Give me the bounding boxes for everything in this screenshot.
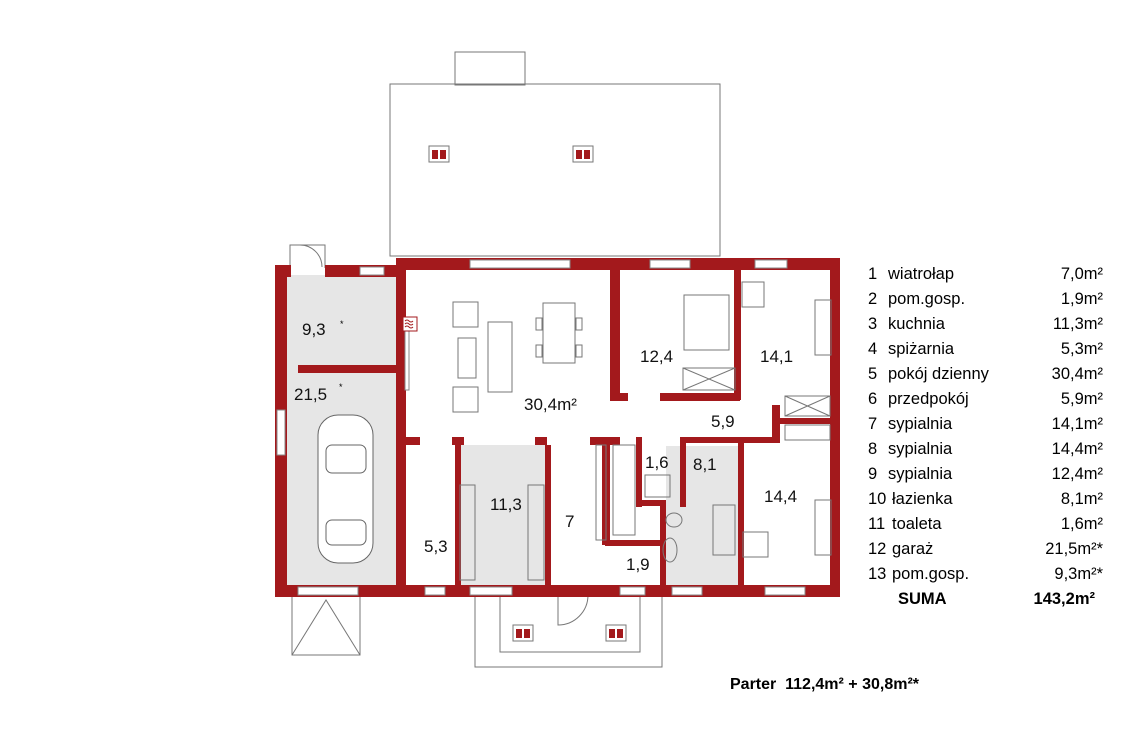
legend-row: 8 sypialnia 14,4m² bbox=[868, 437, 1103, 462]
legend-room-name: sypialnia bbox=[888, 415, 953, 433]
room-label-living: 30,4m² bbox=[524, 395, 577, 414]
legend-num: 3 bbox=[868, 315, 878, 333]
legend-num: 4 bbox=[868, 340, 878, 358]
legend-area: 14,1m² bbox=[1051, 415, 1103, 433]
legend-row: 12 garaż 21,5m²* bbox=[868, 537, 1103, 562]
entrance-door bbox=[557, 594, 589, 626]
legend-room-name: sypialnia bbox=[888, 440, 953, 458]
legend-area: 1,9m² bbox=[1060, 290, 1103, 308]
legend-row: 13 pom.gosp. 9,3m²* bbox=[868, 562, 1103, 587]
legend-room-name: pom.gosp. bbox=[888, 290, 966, 308]
room-label-vestibule: 7 bbox=[565, 512, 574, 531]
kitchen-floor bbox=[460, 445, 546, 587]
windows bbox=[276, 259, 806, 596]
legend-room-name: łazienka bbox=[892, 490, 953, 508]
rear-terrace bbox=[389, 51, 721, 257]
front-porch bbox=[474, 594, 663, 668]
room-label-pom-gosp: 9,3 bbox=[302, 320, 326, 339]
legend-num: 13 bbox=[868, 565, 887, 583]
legend-room-name: pokój dzienny bbox=[888, 365, 989, 383]
legend-num: 8 bbox=[868, 440, 878, 458]
room-label-toilet: 1,6 bbox=[645, 453, 669, 472]
legend-area: 7,0m² bbox=[1060, 265, 1103, 283]
room-label-bedroom-14-4: 14,4 bbox=[764, 487, 797, 506]
legend-rows: 1 wiatrołap 7,0m² 2 pom.gosp. 1,9m² 3 kuchnia 11… bbox=[868, 262, 1103, 587]
room-label-kitchen: 11,3 bbox=[490, 495, 522, 514]
fireplace-icon bbox=[402, 316, 418, 332]
legend-num: 5 bbox=[868, 365, 878, 383]
room-label-garage: 21,5 bbox=[294, 385, 327, 404]
legend-area: 30,4m² bbox=[1051, 365, 1103, 383]
legend-row: 11 toaleta 1,6m² bbox=[868, 512, 1103, 537]
legend-area: 8,1m² bbox=[1060, 490, 1103, 508]
legend-row: 7 sypialnia 14,1m² bbox=[868, 412, 1103, 437]
legend-area: 5,3m² bbox=[1060, 340, 1103, 358]
chimney-icon bbox=[605, 624, 627, 642]
legend-area: 21,5m²* bbox=[1045, 540, 1103, 558]
legend-room-name: sypialnia bbox=[888, 465, 953, 483]
bathroom-floor bbox=[666, 446, 738, 586]
room-label-utility: 1,9 bbox=[626, 555, 650, 574]
legend-room-name: toaleta bbox=[892, 515, 942, 533]
side-entrance-door bbox=[299, 244, 323, 268]
legend-room-name: przedpokój bbox=[888, 390, 969, 408]
legend-num: 11 bbox=[868, 515, 886, 533]
legend-row: 5 pokój dzienny 30,4m² bbox=[868, 362, 1103, 387]
floor-caption: Parter 112,4m² + 30,8m²* bbox=[730, 676, 920, 693]
legend-area: 5,9m² bbox=[1060, 390, 1103, 408]
legend-row: 3 kuchnia 11,3m² bbox=[868, 312, 1103, 337]
room-label-pantry: 5,3 bbox=[424, 537, 448, 556]
legend-num: 12 bbox=[868, 540, 887, 558]
legend-room-name: pom.gosp. bbox=[892, 565, 970, 583]
room-label-bedroom-14-1: 14,1 bbox=[760, 347, 793, 366]
side-entrance bbox=[289, 244, 326, 268]
car-icon bbox=[317, 414, 374, 564]
room-label-hall: 5,9 bbox=[711, 412, 735, 431]
legend-area: 1,6m² bbox=[1060, 515, 1103, 533]
legend-row: 4 spiżarnia 5,3m² bbox=[868, 337, 1103, 362]
legend-room-name: wiatrołap bbox=[888, 265, 955, 283]
chimney-icon bbox=[512, 624, 534, 642]
legend-num: 7 bbox=[868, 415, 878, 433]
legend-row: 10 łazienka 8,1m² bbox=[868, 487, 1103, 512]
chimney-icon bbox=[428, 145, 450, 163]
legend-num: 10 bbox=[868, 490, 887, 508]
legend-num: 6 bbox=[868, 390, 878, 408]
legend-row: 6 przedpokój 5,9m² bbox=[868, 387, 1103, 412]
garage-gate bbox=[291, 594, 361, 656]
legend-room-name: kuchnia bbox=[888, 315, 945, 333]
room-label-bedroom-12-4: 12,4 bbox=[640, 347, 673, 366]
legend-total: SUMA 143,2m² bbox=[868, 587, 1103, 612]
unheated-mark: * bbox=[339, 382, 343, 392]
room-label-bathroom: 8,1 bbox=[693, 455, 717, 474]
legend-area: 12,4m² bbox=[1051, 465, 1103, 483]
legend-area: 11,3m² bbox=[1052, 315, 1103, 333]
legend-area: 14,4m² bbox=[1051, 440, 1103, 458]
total-value: 143,2m² bbox=[1033, 590, 1095, 608]
legend-row: 2 pom.gosp. 1,9m² bbox=[868, 287, 1103, 312]
legend-room-name: garaż bbox=[892, 540, 934, 558]
legend-row: 1 wiatrołap 7,0m² bbox=[868, 262, 1103, 287]
legend-room-name: spiżarnia bbox=[888, 340, 955, 358]
legend-num: 1 bbox=[868, 265, 878, 283]
unheated-mark: * bbox=[340, 319, 344, 329]
total-label: SUMA bbox=[898, 590, 947, 608]
legend-area: 9,3m²* bbox=[1054, 565, 1103, 583]
chimney-icon bbox=[572, 145, 594, 163]
legend-row: 9 sypialnia 12,4m² bbox=[868, 462, 1103, 487]
legend-num: 9 bbox=[868, 465, 878, 483]
furniture bbox=[452, 281, 832, 581]
legend: 1 wiatrołap 7,0m² 2 pom.gosp. 1,9m² 3 kuchnia 11… bbox=[868, 262, 1103, 612]
legend-num: 2 bbox=[868, 290, 878, 308]
